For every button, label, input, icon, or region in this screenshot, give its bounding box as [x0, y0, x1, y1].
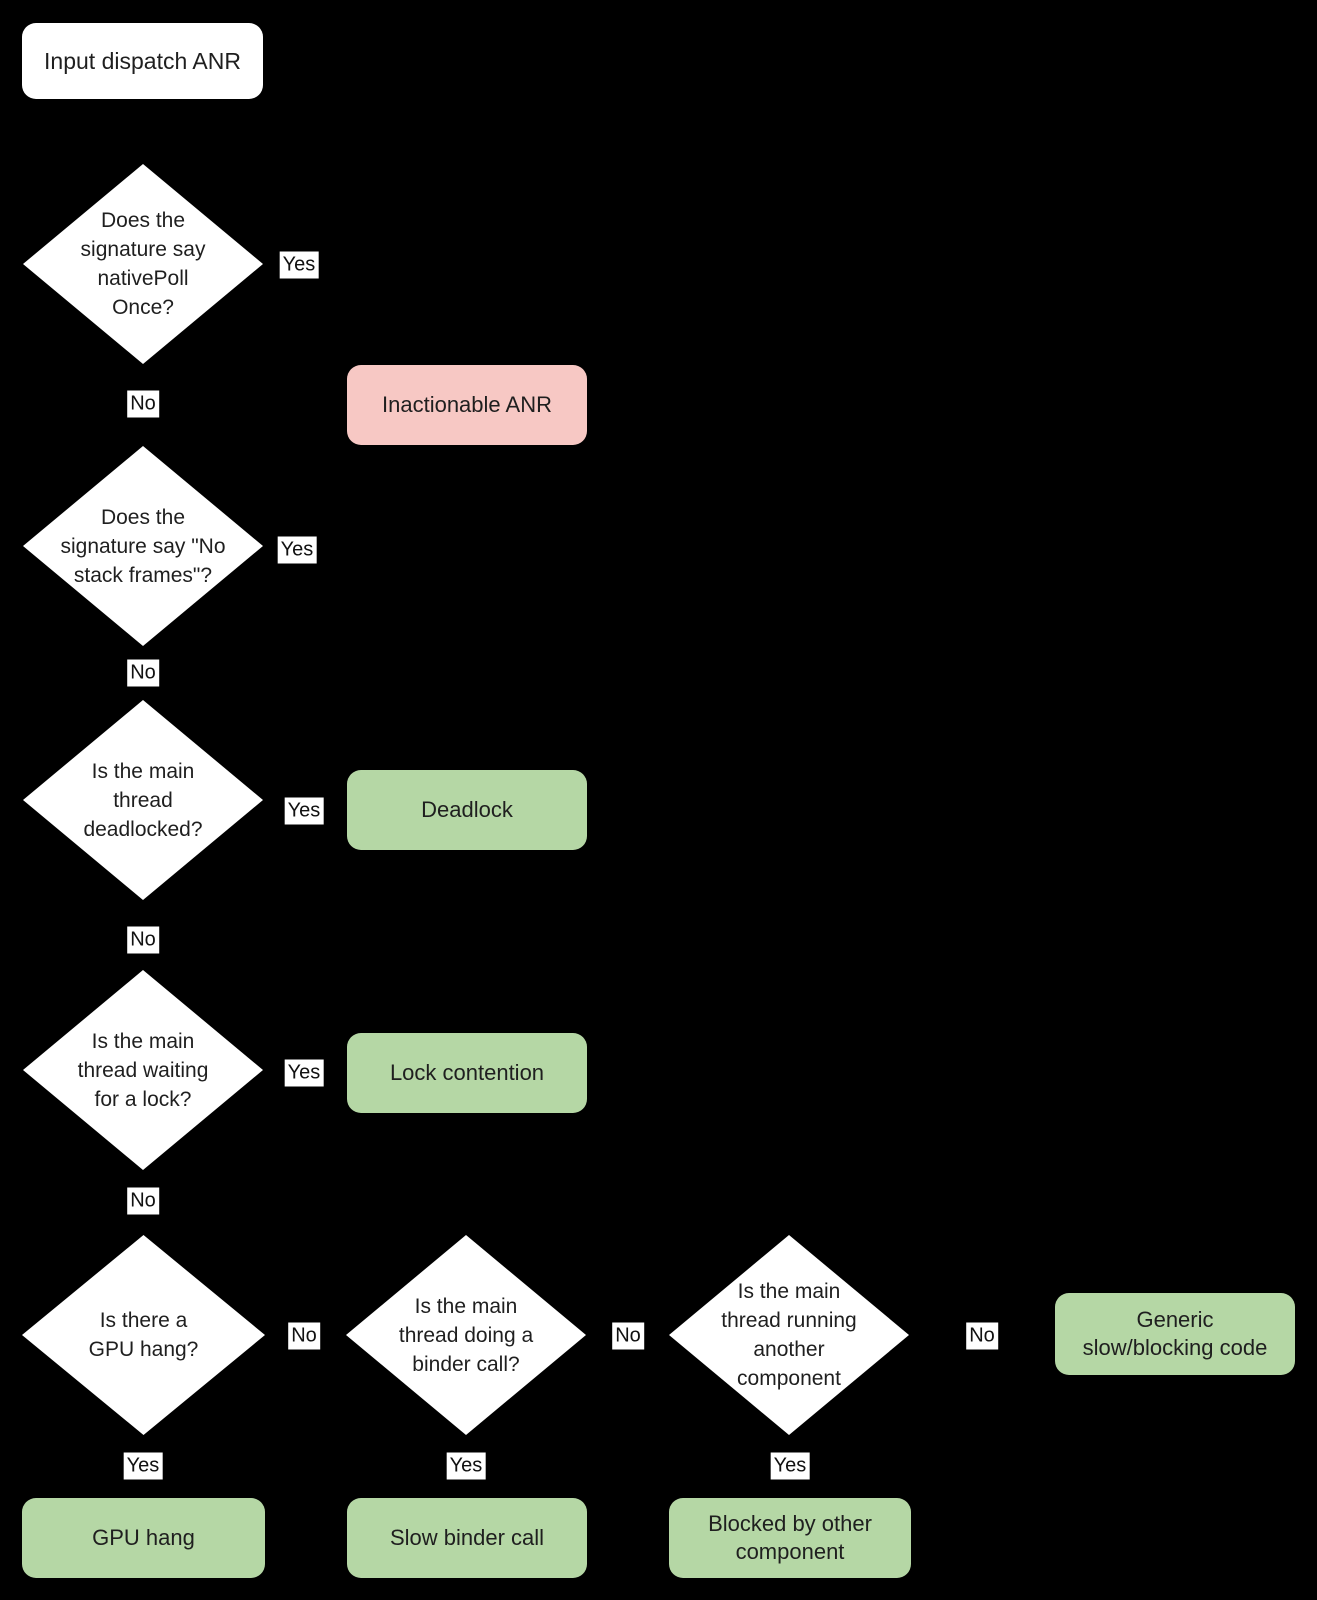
outcome-blocked-by-other-component: Blocked by other component — [669, 1498, 911, 1578]
outcome-lock-contention: Lock contention — [347, 1033, 587, 1113]
decision-gpu-hang: Is there a GPU hang? — [22, 1235, 265, 1435]
edge-label-yes: Yes — [770, 1452, 810, 1480]
edge-label-no: No — [127, 659, 159, 687]
edge-label-no: No — [127, 390, 159, 418]
decision-question: Does the signature say nativePoll Once? — [80, 209, 206, 319]
edge-label-yes: Yes — [446, 1452, 486, 1480]
edge-label-no: No — [288, 1322, 320, 1350]
decision-signature-no-stack-frames: Does the signature say "No stack frames"… — [23, 446, 263, 646]
edge-label-no: No — [127, 926, 159, 954]
edge-label-no: No — [966, 1322, 998, 1350]
decision-question: Is the main thread waiting for a lock? — [77, 1029, 209, 1111]
edge-label-yes: Yes — [277, 536, 317, 564]
outcome-generic-slow-blocking-code: Generic slow/blocking code — [1055, 1293, 1295, 1375]
decision-signature-nativepollonce: Does the signature say nativePoll Once? — [23, 164, 263, 364]
start-node-label: Input dispatch ANR — [44, 47, 241, 74]
outcome-inactionable-anr: Inactionable ANR — [347, 365, 587, 445]
decision-question: Is the main thread deadlocked? — [83, 759, 203, 841]
edge-label-yes: Yes — [123, 1452, 163, 1480]
outcome-slow-binder-call: Slow binder call — [347, 1498, 587, 1578]
decision-question: Is the main thread doing a binder call? — [398, 1294, 534, 1376]
decision-main-thread-waiting-lock: Is the main thread waiting for a lock? — [23, 970, 263, 1170]
outcome-deadlock: Deadlock — [347, 770, 587, 850]
decision-question: Is there a GPU hang? — [88, 1309, 199, 1361]
edge-label-no: No — [612, 1322, 644, 1350]
decision-binder-call: Is the main thread doing a binder call? — [346, 1235, 586, 1435]
decision-main-thread-deadlocked: Is the main thread deadlocked? — [23, 700, 263, 900]
edge-label-yes: Yes — [284, 797, 324, 825]
edge-label-yes: Yes — [279, 251, 319, 279]
decision-question: Is the main thread running another compo… — [721, 1280, 857, 1390]
edge-label-no: No — [127, 1187, 159, 1215]
decision-question: Does the signature say "No stack frames"… — [60, 505, 226, 587]
start-node-input-dispatch-anr: Input dispatch ANR — [22, 23, 263, 99]
outcome-gpu-hang: GPU hang — [22, 1498, 265, 1578]
edge-label-yes: Yes — [284, 1059, 324, 1087]
decision-running-another-component: Is the main thread running another compo… — [669, 1235, 909, 1435]
